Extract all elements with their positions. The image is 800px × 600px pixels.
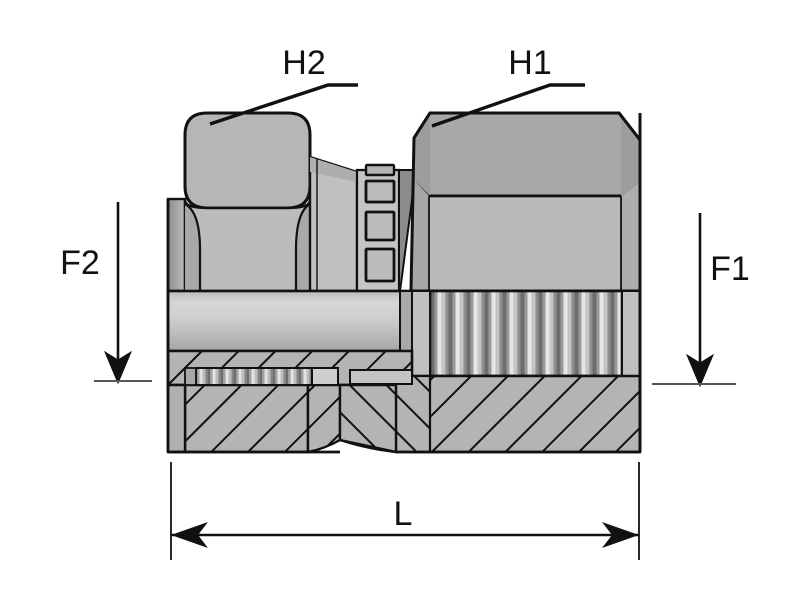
left-flange-step [166, 197, 187, 293]
h2-nut-fillet-arc-left [184, 203, 202, 291]
left-seal-shoulder [184, 367, 197, 386]
f2-dimension [94, 202, 152, 385]
h2-nut-lower-left-fillet [185, 204, 200, 291]
h1-hex-upper-face [412, 111, 642, 198]
f1-arrow-head [685, 353, 715, 388]
hatch-right-lower-block [410, 374, 642, 454]
h2-nut-fillet-arc-right [294, 203, 311, 291]
l-arrow-head-left [171, 522, 208, 548]
hatch-left-lower-block [183, 383, 310, 454]
l-arrow-head-right [602, 522, 639, 548]
label-h1: H1 [508, 44, 551, 82]
h2-leader-line [209, 83, 358, 126]
label-h2: H2 [282, 44, 325, 82]
f2-arrow-head [103, 350, 133, 385]
h2-nut-lower-body [183, 199, 312, 293]
thread-detail-block-1 [364, 163, 396, 177]
thread-detail-block-4 [364, 247, 396, 283]
inner-sleeve-thread [195, 367, 313, 386]
hatch-left-lower-taper [306, 383, 342, 454]
h1-leader-line [431, 83, 585, 128]
f1-dimension [652, 213, 736, 388]
h1-hex-right-chamfer-lower [621, 182, 640, 291]
cylinder-band-right-cap [399, 290, 413, 352]
inner-sleeve-plain [311, 367, 339, 386]
center-cylinder-band [166, 289, 412, 353]
label-l: L [394, 495, 413, 533]
thread-detail-block-2 [364, 179, 396, 204]
h1-internal-thread-zone [428, 289, 624, 378]
hatch-right-wedge [394, 374, 432, 454]
inner-seal-bar [349, 369, 413, 385]
label-f1: F1 [710, 250, 750, 288]
h2-nut-upper [183, 111, 312, 210]
callout-leaders [209, 83, 585, 128]
bottom-center-curve [339, 438, 397, 454]
thread-detail-block-3 [364, 210, 396, 242]
h2-nut-lower-right-fillet [296, 204, 310, 291]
taper-collar-highlight [310, 157, 357, 182]
h1-hex-left-chamfer-lower [411, 180, 429, 291]
h1-thread-left-gap [411, 290, 431, 377]
l-dimension [170, 462, 640, 560]
left-outer-lip [166, 383, 187, 454]
label-f2: F2 [60, 244, 100, 282]
h1-thread-right-gap [621, 290, 641, 377]
